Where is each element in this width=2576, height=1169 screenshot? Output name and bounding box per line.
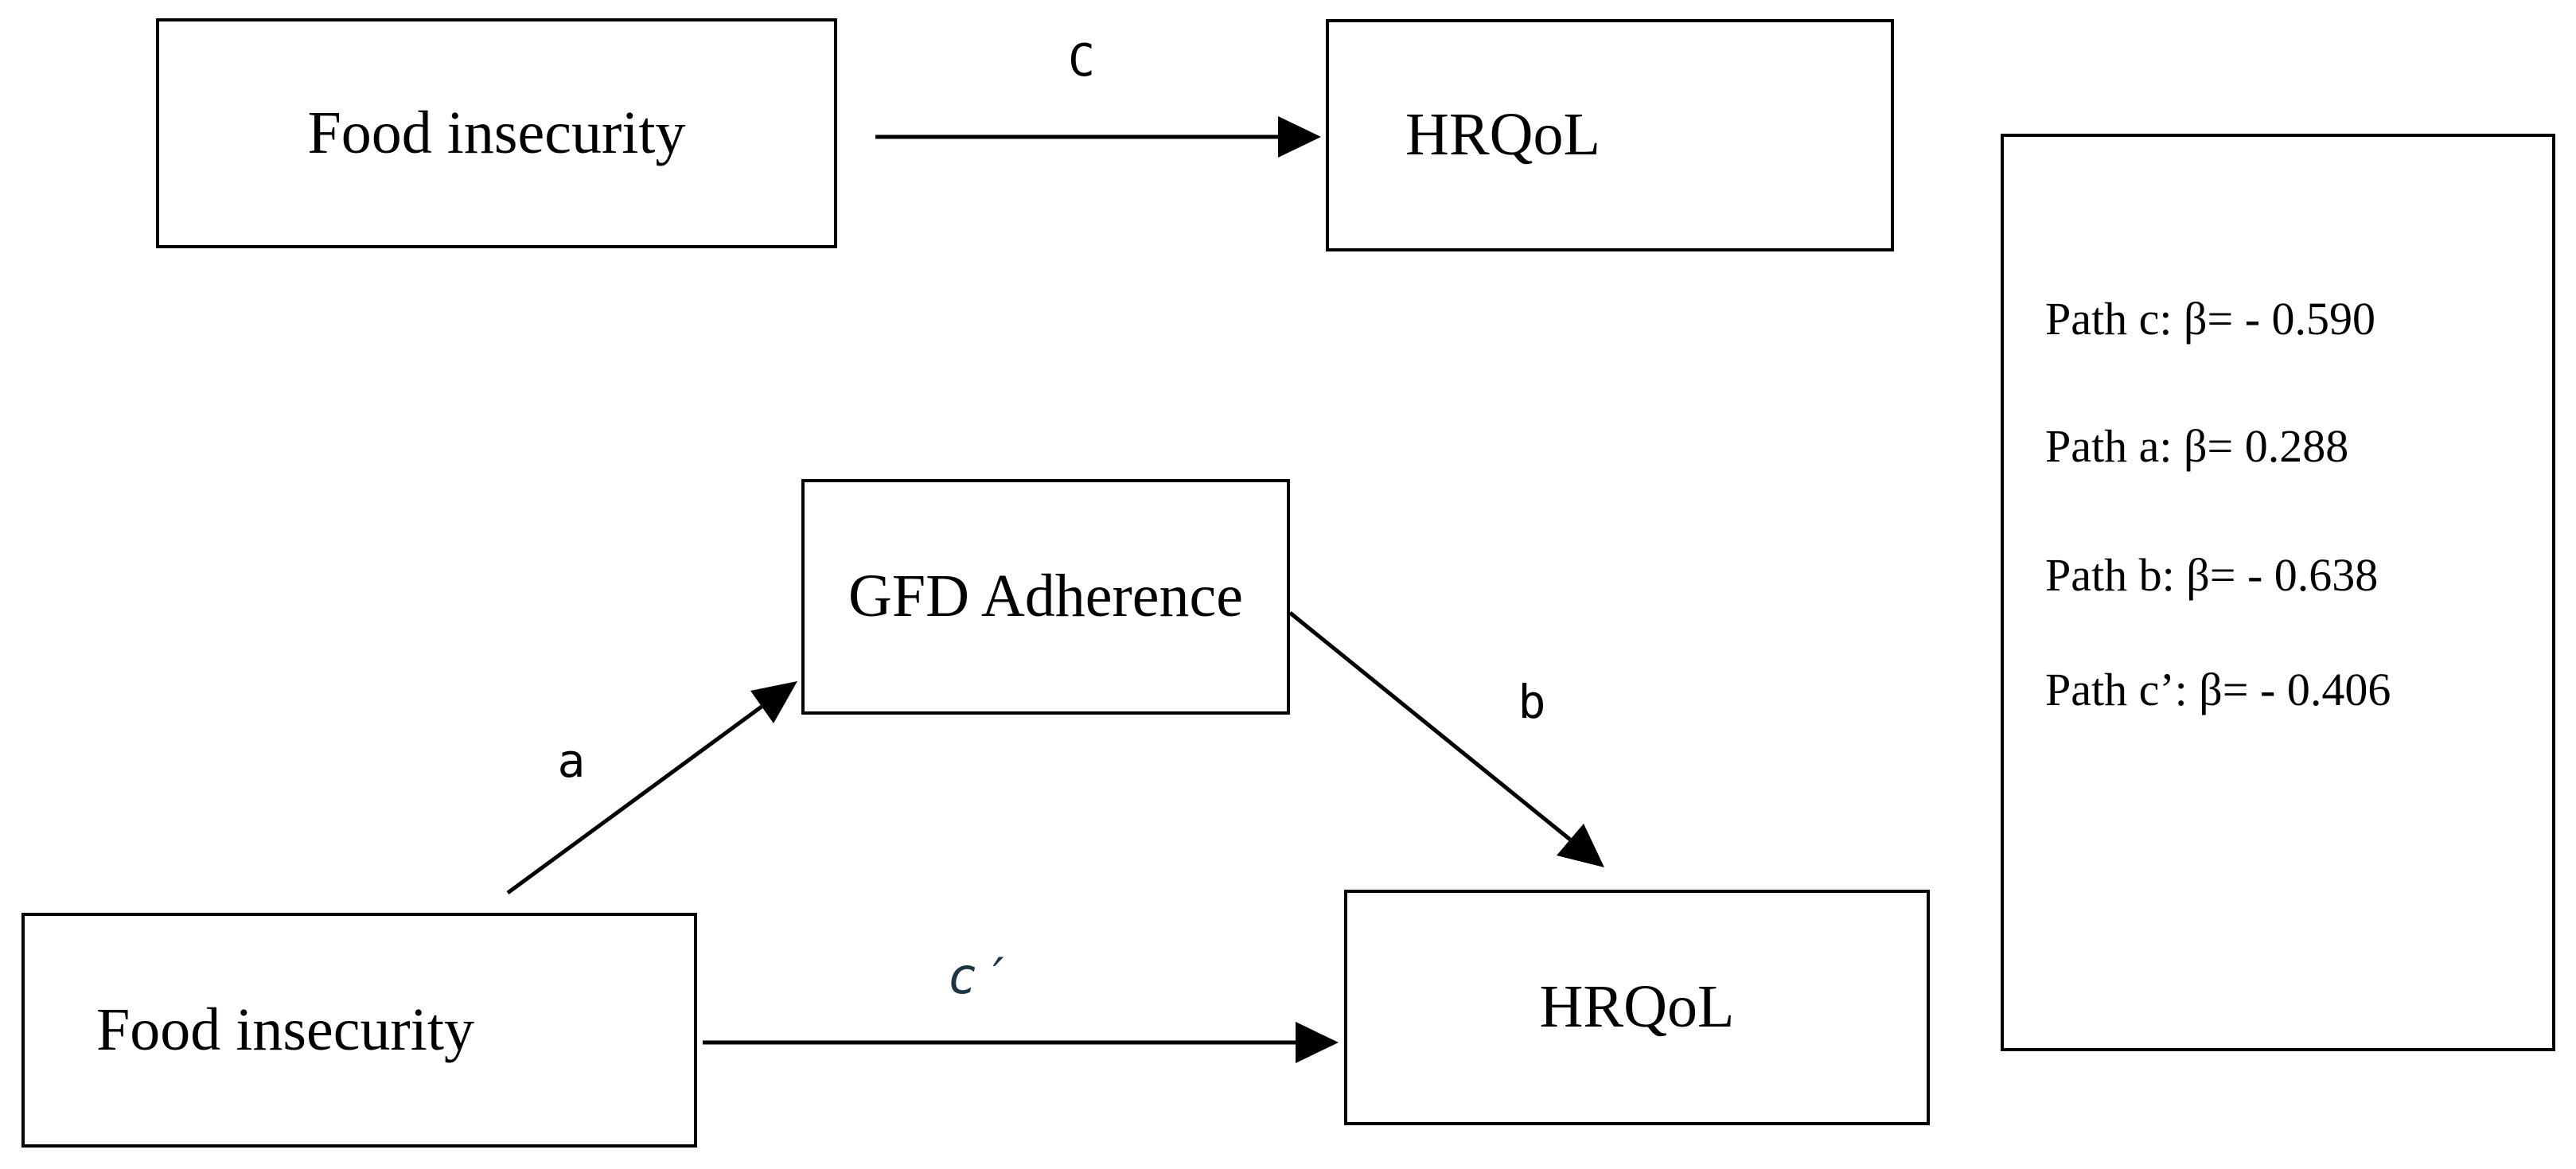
box-gfd-adherence: GFD Adherence bbox=[801, 479, 1290, 715]
box-hrqol-top: HRQoL bbox=[1326, 19, 1894, 251]
stats-line-path-b: Path b: β= - 0.638 bbox=[2045, 549, 2379, 601]
arrow-path-c-prime bbox=[703, 1022, 1339, 1063]
arrow-path-c bbox=[875, 116, 1321, 158]
box-food-insecurity-top-label: Food insecurity bbox=[307, 99, 686, 166]
arrow-path-b-head bbox=[1557, 824, 1604, 867]
stats-legend-box: Path c: β= - 0.590 Path a: β= 0.288 Path… bbox=[2001, 134, 2555, 1051]
stats-line-path-c: Path c: β= - 0.590 bbox=[2045, 293, 2376, 345]
path-label-a: a bbox=[557, 734, 586, 788]
arrow-path-c-head bbox=[1278, 116, 1321, 158]
stats-line-path-a: Path a: β= 0.288 bbox=[2045, 420, 2349, 472]
box-hrqol-top-label: HRQoL bbox=[1405, 101, 1600, 169]
arrow-path-b bbox=[1288, 611, 1604, 867]
box-food-insecurity-bottom: Food insecurity bbox=[21, 913, 697, 1148]
arrow-path-c-prime-head bbox=[1296, 1022, 1339, 1063]
path-label-b: b bbox=[1518, 675, 1546, 729]
arrow-path-a-line bbox=[506, 704, 763, 895]
box-hrqol-bottom: HRQoL bbox=[1344, 890, 1930, 1125]
arrow-path-a bbox=[506, 681, 797, 895]
box-food-insecurity-top: Food insecurity bbox=[156, 18, 837, 248]
arrow-path-b-line bbox=[1288, 611, 1572, 841]
stats-line-path-c-prime: Path c’: β= - 0.406 bbox=[2045, 664, 2391, 715]
path-label-c-prime: c′ bbox=[947, 947, 1007, 1005]
box-hrqol-bottom-label: HRQoL bbox=[1539, 973, 1735, 1041]
arrow-path-a-head bbox=[750, 681, 797, 723]
box-food-insecurity-bottom-label: Food insecurity bbox=[96, 996, 474, 1063]
box-gfd-adherence-label: GFD Adherence bbox=[848, 563, 1243, 630]
path-label-c: C bbox=[1068, 35, 1095, 87]
